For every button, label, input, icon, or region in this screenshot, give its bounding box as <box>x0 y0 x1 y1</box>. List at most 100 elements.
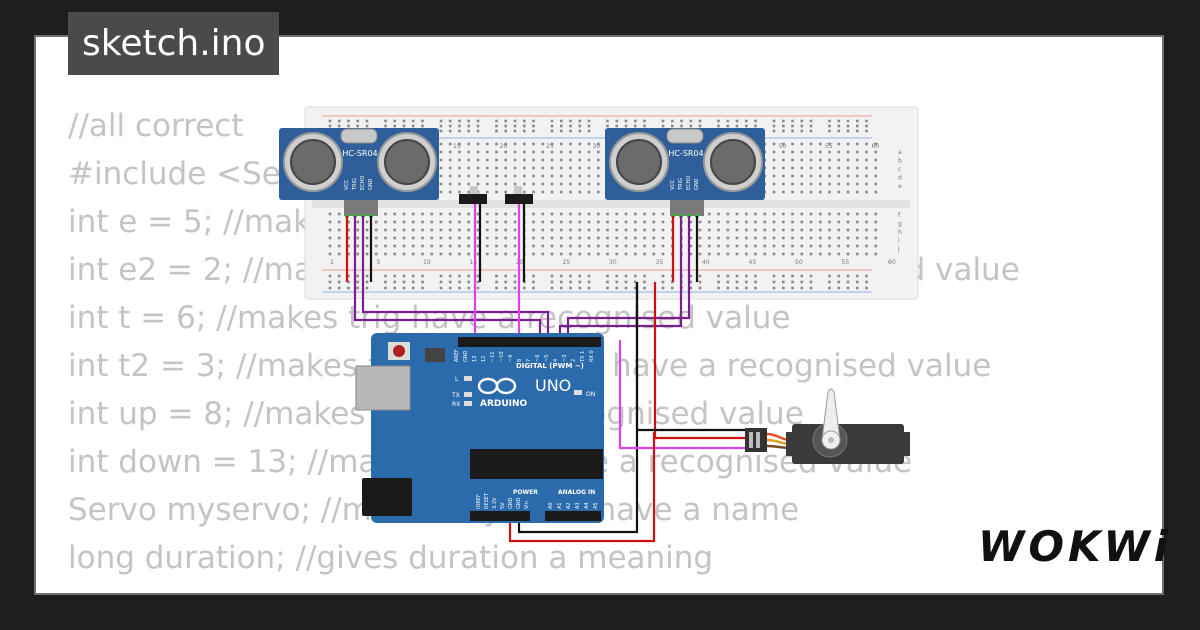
breadboard-hole <box>772 280 776 284</box>
breadboard-hole <box>865 236 868 240</box>
breadboard-hole <box>671 286 674 290</box>
breadboard-hole <box>698 124 702 128</box>
breadboard-hole <box>485 166 489 170</box>
breadboard-hole <box>745 236 748 240</box>
breadboard-hole <box>504 236 507 240</box>
breadboard-hole <box>532 129 535 133</box>
breadboard-hole <box>439 212 443 216</box>
breadboard-hole <box>485 244 489 248</box>
breadboard-hole <box>865 252 868 256</box>
breadboard-hole <box>865 244 868 248</box>
breadboard-hole <box>865 190 868 194</box>
breadboard-hole <box>365 236 369 240</box>
breadboard-hole <box>393 286 396 290</box>
breadboard-hole <box>837 280 841 284</box>
breadboard-hole <box>819 166 822 170</box>
breadboard-hole <box>837 150 841 154</box>
svg-text:TX: TX <box>451 392 460 399</box>
breadboard-hole <box>448 190 452 194</box>
servo-motor[interactable] <box>745 388 910 464</box>
breadboard-hole <box>467 150 470 154</box>
breadboard-hole <box>550 142 554 146</box>
breadboard-hole <box>356 244 359 248</box>
breadboard-hole <box>439 286 443 290</box>
breadboard-hole <box>476 119 480 123</box>
breadboard-hole <box>652 244 656 248</box>
breadboard-hole <box>717 124 720 128</box>
breadboard-hole <box>606 228 609 232</box>
breadboard-hole <box>476 158 480 162</box>
breadboard-hole <box>578 124 582 128</box>
breadboard-hole <box>865 286 868 290</box>
breadboard-hole <box>458 182 461 186</box>
breadboard-hole <box>791 280 794 284</box>
breadboard-hole <box>828 220 831 224</box>
breadboard-hole <box>467 228 470 232</box>
sensor-label: HC-SR04 <box>342 149 377 158</box>
breadboard-hole <box>809 129 813 133</box>
breadboard-hole <box>578 142 582 146</box>
breadboard-hole <box>356 236 359 240</box>
breadboard-hole <box>819 174 822 178</box>
breadboard-hole <box>550 212 554 216</box>
breadboard-hole <box>560 150 563 154</box>
breadboard-hole <box>661 274 665 278</box>
breadboard-hole <box>347 119 350 123</box>
push-button-2[interactable] <box>505 186 533 204</box>
arduino-infinity-logo <box>477 377 517 395</box>
breadboard-hole <box>624 274 628 278</box>
breadboard-hole <box>634 228 637 232</box>
breadboard-hole <box>393 244 396 248</box>
breadboard-hole <box>661 212 665 216</box>
ultrasonic-sensor-2[interactable]: HC-SR04 VCC TRIG ECHO GND <box>605 128 765 218</box>
breadboard-hole <box>513 174 517 178</box>
breadboard-hole <box>550 280 554 284</box>
reset-button[interactable] <box>393 345 405 357</box>
servo-horn[interactable] <box>821 388 841 441</box>
ultrasonic-sensor-1[interactable]: HC-SR04 VCC TRIG ECHO GND <box>279 128 439 218</box>
breadboard-hole <box>550 286 554 290</box>
digital-pin-label: ~3 <box>562 355 568 362</box>
digital-pin-label: 4 <box>553 359 559 362</box>
breadboard-hole <box>393 124 396 128</box>
breadboard-hole <box>587 158 591 162</box>
breadboard-hole <box>856 220 859 224</box>
breadboard-hole <box>754 274 757 278</box>
breadboard-hole <box>846 166 850 170</box>
breadboard-hole <box>467 119 470 123</box>
breadboard-hole <box>615 228 619 232</box>
svg-text:POWER: POWER <box>513 489 538 496</box>
breadboard-hole <box>356 228 359 232</box>
breadboard-hole <box>689 252 693 256</box>
breadboard-hole <box>809 119 813 123</box>
breadboard-hole <box>597 236 600 240</box>
breadboard-hole <box>411 119 415 123</box>
breadboard-hole <box>754 286 757 290</box>
breadboard-hole <box>597 220 600 224</box>
breadboard-hole <box>448 220 452 224</box>
breadboard-hole <box>643 252 646 256</box>
breadboard-hole <box>504 190 507 194</box>
breadboard-hole <box>791 228 794 232</box>
breadboard-hole <box>467 280 470 284</box>
breadboard-hole <box>828 228 831 232</box>
breadboard-hole <box>782 228 785 232</box>
breadboard-hole <box>874 220 878 224</box>
breadboard-hole <box>467 190 470 194</box>
push-button-1[interactable] <box>459 186 487 204</box>
breadboard-hole <box>402 280 406 284</box>
breadboard-hole <box>772 129 776 133</box>
breadboard-hole <box>439 166 443 170</box>
breadboard-hole <box>476 174 480 178</box>
breadboard-hole <box>356 220 359 224</box>
file-tab[interactable]: sketch.ino <box>68 12 280 75</box>
breadboard-hole <box>856 228 859 232</box>
breadboard-hole <box>800 236 804 240</box>
breadboard-hole <box>615 280 619 284</box>
breadboard-hole <box>532 142 535 146</box>
breadboard-hole <box>846 280 850 284</box>
digital-header <box>458 337 601 347</box>
